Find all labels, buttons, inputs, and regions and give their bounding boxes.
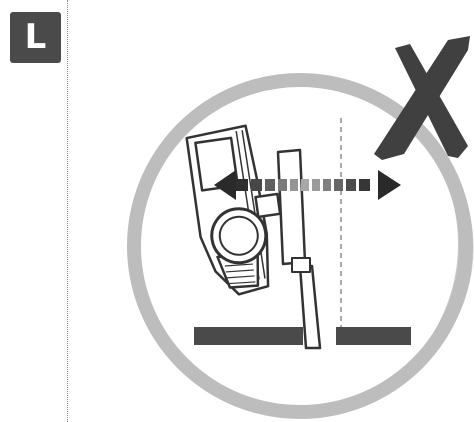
machine-body: [185, 124, 282, 296]
blade-plate: [276, 148, 322, 350]
base-bar-right: [336, 327, 411, 345]
double-arrow-icon: [214, 170, 401, 200]
cross-mark-icon: [374, 36, 470, 160]
arrow-head-left: [214, 170, 236, 200]
dotted-divider: [67, 0, 68, 422]
step-badge: L: [10, 12, 61, 63]
circle-frame: [127, 73, 474, 419]
arrow-head-right: [378, 170, 401, 200]
base-bar-left: [194, 327, 303, 345]
step-label: L: [24, 17, 47, 57]
